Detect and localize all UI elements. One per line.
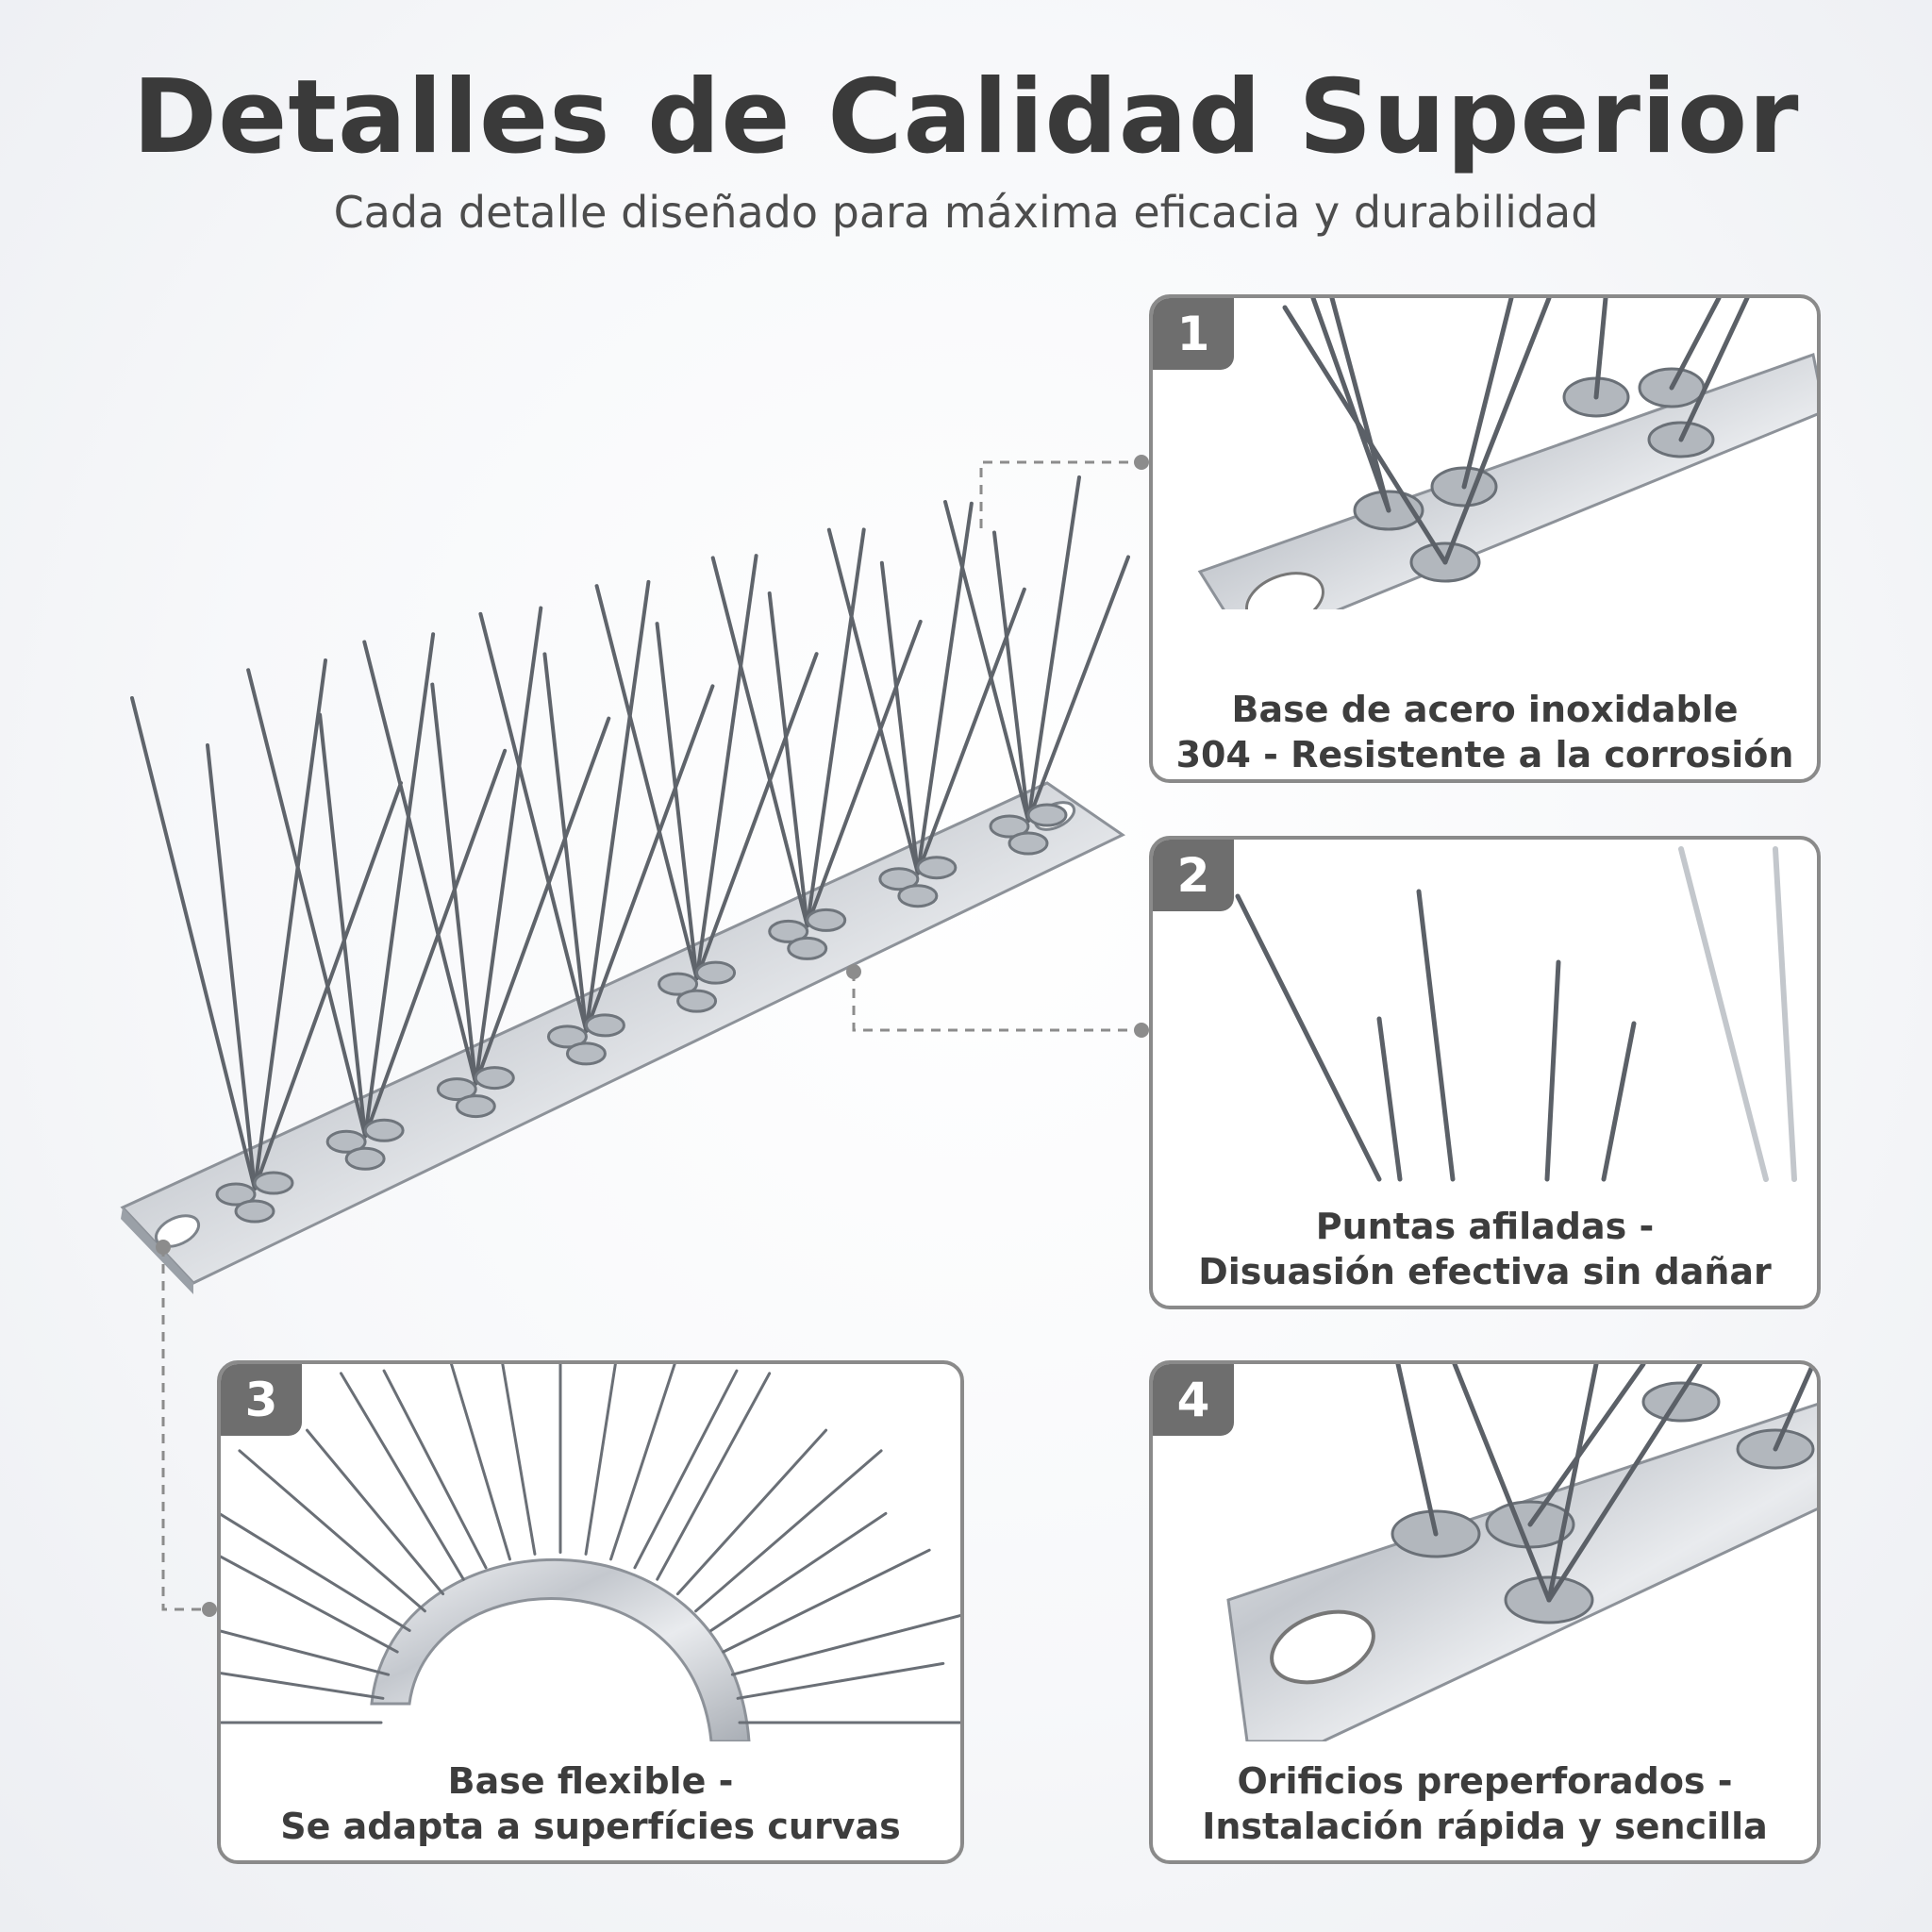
detail-panel-3: 3 Base flexible - Se adapta a superfície… [217, 1360, 964, 1864]
caption-line: Orificios preperforados - [1237, 1760, 1733, 1802]
flexible-base-image [221, 1364, 960, 1741]
panel-caption: Base flexible - Se adapta a superfícies … [221, 1758, 960, 1849]
panel-number-badge: 3 [221, 1364, 302, 1436]
detail-panel-4: 4 Orificios preperforados - Instalación … [1149, 1360, 1821, 1864]
panel-number-badge: 2 [1153, 840, 1234, 911]
caption-line: 304 - Resistente a la corrosión [1175, 734, 1794, 775]
panel-caption: Puntas afiladas - Disuasión efectiva sin… [1153, 1204, 1817, 1294]
detail-panel-1: 1 Base de acero inoxidable 304 - Resiste… [1149, 294, 1821, 783]
predrilled-holes-image [1226, 1364, 1817, 1741]
steel-base-closeup-image [1197, 298, 1817, 609]
detail-panel-2: 2 Puntas afiladas - Disuasión efectiva s… [1149, 836, 1821, 1309]
panel-caption: Orificios preperforados - Instalación rá… [1153, 1758, 1817, 1849]
caption-line: Puntas afiladas - [1315, 1206, 1655, 1247]
panel-number-badge: 1 [1153, 298, 1234, 370]
caption-line: Se adapta a superfícies curvas [280, 1806, 901, 1847]
sharp-tips-image [1235, 846, 1797, 1182]
panel-number-badge: 4 [1153, 1364, 1234, 1436]
page-title: Detalles de Calidad Superior [132, 58, 1800, 176]
caption-line: Base de acero inoxidable [1231, 689, 1739, 730]
panel-caption: Base de acero inoxidable 304 - Resistent… [1153, 687, 1817, 777]
caption-line: Base flexible - [447, 1760, 734, 1802]
page-subtitle: Cada detalle diseñado para máxima eficac… [333, 187, 1599, 238]
caption-line: Instalación rápida y sencilla [1202, 1806, 1768, 1847]
caption-line: Disuasión efectiva sin dañar [1198, 1251, 1772, 1292]
